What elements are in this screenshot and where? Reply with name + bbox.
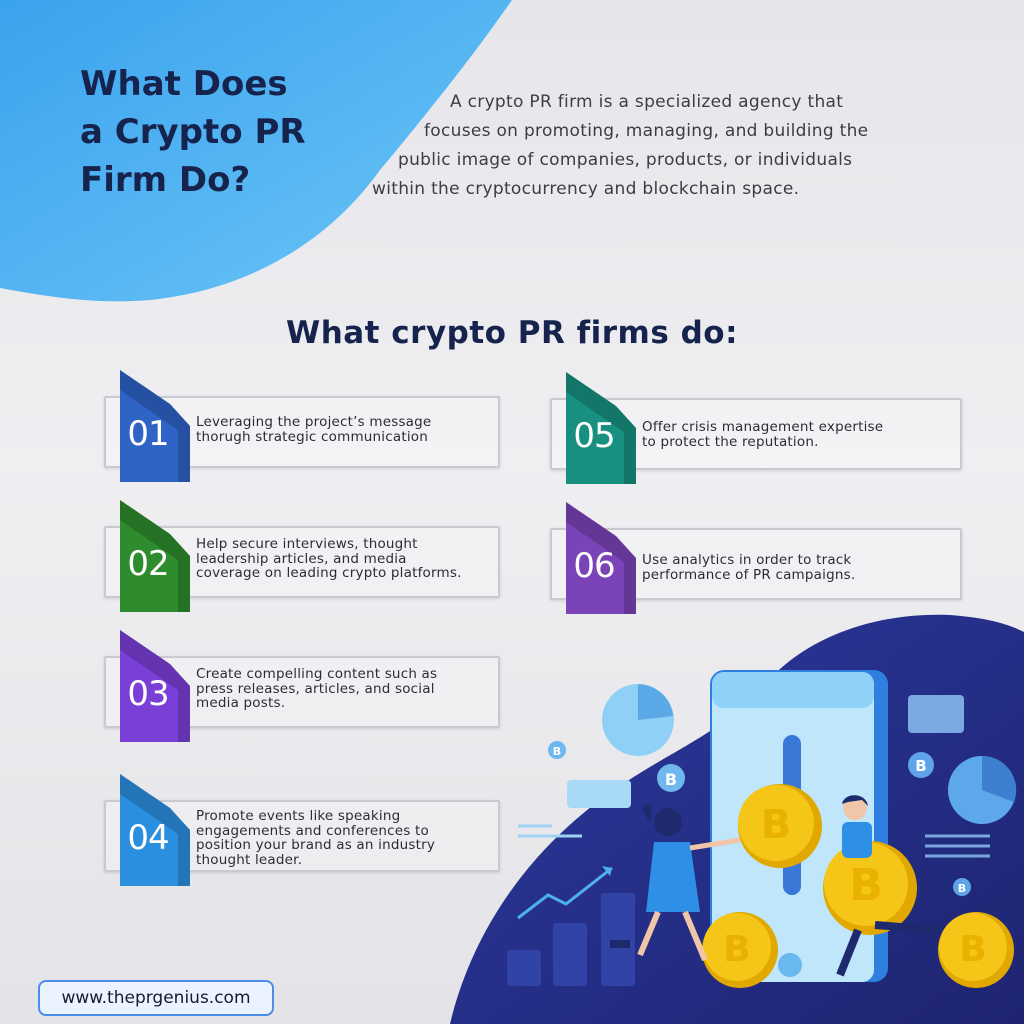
card-text-line: Promote events like speaking	[196, 808, 401, 824]
bitcoin-coin-icon: B	[823, 841, 917, 935]
service-card-05: 05 Offer crisis management expertise to …	[550, 372, 962, 484]
card-number: 06	[573, 546, 615, 586]
card-text-line: Create compelling content such as	[196, 666, 438, 682]
card-text-line: to protect the reputation.	[642, 433, 819, 450]
pie-chart-icon	[602, 684, 674, 756]
top-left-blob	[0, 0, 512, 302]
main-title-line: a Crypto PR	[80, 112, 306, 152]
intro-paragraph: A crypto PR firm is a specialized agency…	[340, 88, 980, 204]
number-tab-icon	[120, 370, 190, 482]
intro-line: public image of companies, products, or …	[398, 150, 853, 170]
number-tab-icon	[120, 500, 190, 612]
card-text-line: Help secure interviews, thought	[196, 536, 418, 552]
bitcoin-coin-icon: B	[908, 752, 934, 778]
chat-bubble-icon	[567, 780, 631, 808]
card-text-line: media posts.	[196, 695, 286, 711]
card-text: Offer crisis management expertise to pro…	[642, 420, 962, 449]
text-lines-icon	[518, 824, 582, 838]
number-tab-icon	[566, 502, 636, 614]
card-text-line: performance of PR campaigns.	[642, 566, 856, 583]
card-text-line: leadership articles, and media	[196, 550, 407, 567]
svg-text:B: B	[849, 860, 883, 911]
person-icon	[836, 795, 941, 977]
card-text-line: coverage on leading crypto platforms.	[196, 565, 462, 581]
card-text-line: press releases, articles, and social	[196, 680, 435, 697]
card-text-line: thorugh strategic communication	[196, 428, 429, 445]
number-tab-icon	[120, 630, 190, 742]
number-tab-icon	[120, 774, 190, 886]
bar-chart-icon	[507, 893, 635, 986]
main-title: What Does a Crypto PR Firm Do?	[80, 60, 380, 204]
card-text: Help secure interviews, thought leadersh…	[196, 537, 516, 581]
card-number: 04	[127, 818, 169, 858]
service-card-01: 01 Leveraging the project’s message thor…	[104, 370, 500, 482]
card-number: 03	[127, 674, 169, 714]
service-card-04: 04 Promote events like speaking engageme…	[104, 774, 500, 886]
card-text: Leveraging the project’s message thorugh…	[196, 415, 516, 444]
section-heading: What crypto PR firms do:	[286, 315, 738, 351]
bitcoin-coin-icon: B	[953, 878, 971, 896]
card-text-line: engagements and conferences to	[196, 822, 429, 839]
text-lines-icon	[925, 834, 990, 858]
service-card-03: 03 Create compelling content such as pre…	[104, 630, 500, 742]
pie-chart-icon	[948, 755, 1017, 824]
card-text-line: position your brand as an industry	[196, 837, 436, 853]
svg-text:B: B	[665, 770, 677, 789]
card-number: 01	[127, 414, 169, 454]
person-icon	[610, 804, 741, 962]
card-text: Create compelling content such as press …	[196, 667, 516, 711]
card-text-line: Leveraging the project’s message	[196, 414, 432, 430]
intro-line: focuses on promoting, managing, and buil…	[424, 121, 869, 141]
card-text-line: Offer crisis management expertise	[642, 419, 884, 435]
bitcoin-coin-icon: B	[938, 912, 1014, 988]
card-number: 05	[573, 416, 615, 456]
intro-line: within the cryptocurrency and blockchain…	[372, 179, 800, 199]
service-card-06: 06 Use analytics in order to track perfo…	[550, 502, 962, 614]
card-text-line: thought leader.	[196, 851, 303, 868]
number-tab-icon	[566, 372, 636, 484]
card-text: Use analytics in order to track performa…	[642, 553, 962, 582]
svg-text:B: B	[723, 929, 750, 970]
main-title-line: Firm Do?	[80, 160, 251, 200]
card-number: 02	[127, 544, 169, 584]
growth-line-icon	[517, 866, 613, 920]
service-card-02: 02 Help secure interviews, thought leade…	[104, 500, 500, 612]
svg-text:B: B	[958, 882, 966, 895]
bitcoin-coin-icon: B	[738, 784, 822, 868]
svg-text:B: B	[553, 745, 561, 758]
main-title-line: What Does	[80, 64, 288, 104]
website-url-link[interactable]: www.theprgenius.com	[38, 980, 274, 1016]
svg-text:B: B	[761, 802, 792, 848]
card-text-line: Use analytics in order to track	[642, 552, 852, 568]
bitcoin-coin-icon: B	[657, 764, 685, 792]
svg-text:B: B	[915, 757, 926, 775]
bitcoin-coin-icon: B	[702, 912, 778, 988]
card-widget-icon	[908, 695, 964, 733]
svg-text:B: B	[959, 929, 986, 970]
bitcoin-coin-icon: B	[548, 741, 566, 759]
card-text: Promote events like speaking engagements…	[196, 809, 516, 867]
intro-line: A crypto PR firm is a specialized agency…	[450, 92, 844, 112]
